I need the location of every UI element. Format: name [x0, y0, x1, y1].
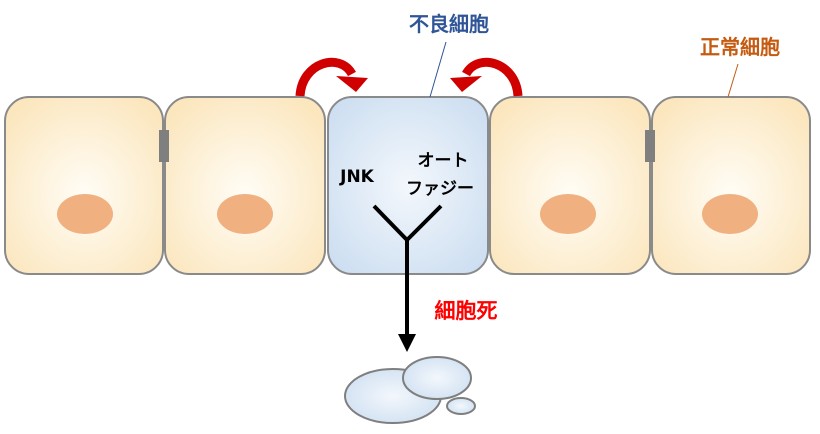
push-arrow-left — [295, 57, 368, 97]
normal-cell-2 — [164, 96, 326, 275]
apoptotic-fragments — [344, 356, 476, 424]
cell-junction — [159, 130, 169, 162]
bad-cell-callout-line — [429, 41, 447, 98]
normal-cell-1 — [4, 96, 164, 275]
nucleus — [57, 194, 113, 234]
bad-cell-label: 不良細胞 — [409, 12, 489, 36]
jnk-label: JNK — [339, 167, 375, 187]
push-arrow-right — [450, 57, 523, 97]
nucleus — [540, 194, 596, 234]
nucleus — [702, 194, 758, 234]
autophagy-label-line2: ファジー — [406, 179, 474, 199]
pathway-convergence — [372, 204, 443, 352]
normal-cell-3 — [489, 96, 651, 275]
normal-cell-callout-line — [727, 63, 739, 98]
nucleus — [217, 194, 273, 234]
cell-death-label: 細胞死 — [435, 299, 498, 323]
death-arrow-head — [398, 334, 416, 352]
normal-cell-4 — [651, 96, 811, 275]
cell-junction — [645, 130, 655, 162]
autophagy-label-line1: オート — [418, 151, 469, 171]
normal-cell-label: 正常細胞 — [700, 35, 780, 59]
